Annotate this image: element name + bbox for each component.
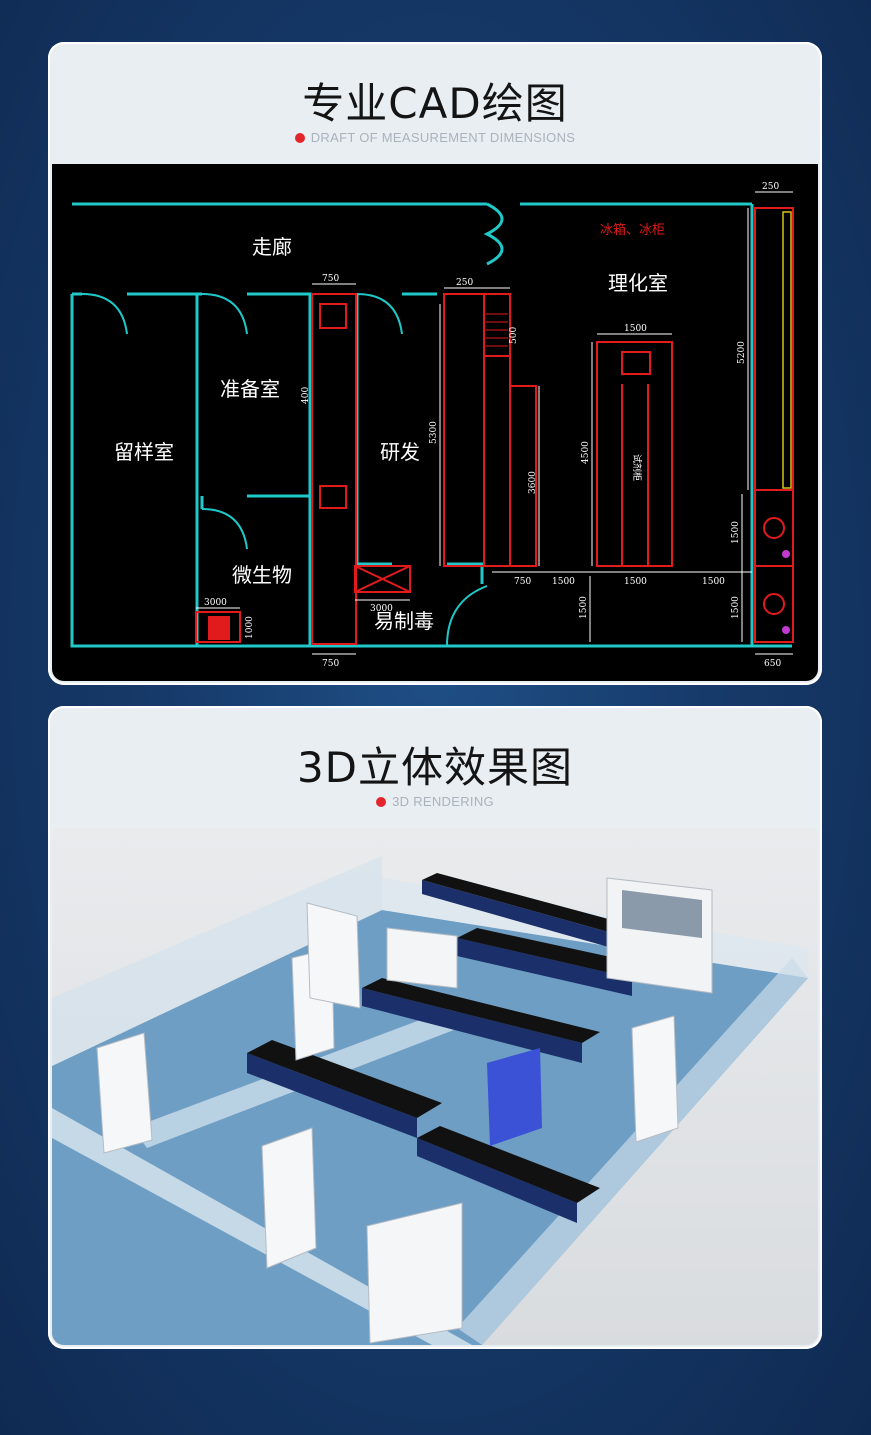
cad-dim: 750 bbox=[322, 659, 339, 669]
cad-dim: 1500 bbox=[624, 324, 647, 334]
render-card: 3D立体效果图 3D RENDERING bbox=[48, 706, 822, 1349]
cad-dim: 1500 bbox=[552, 577, 575, 587]
cad-dim: 3600 bbox=[528, 471, 538, 494]
render-card-title: 3D立体效果图 bbox=[296, 743, 574, 792]
cad-dim: 1500 bbox=[624, 577, 647, 587]
cad-dim: 750 bbox=[322, 274, 339, 284]
cad-dim: 1000 bbox=[245, 616, 255, 639]
render-card-header: 3D立体效果图 3D RENDERING bbox=[48, 706, 822, 828]
cad-drawing: 750 250 1500 250 750 1500 1500 1500 750 … bbox=[52, 164, 818, 681]
room-label-prep: 准备室 bbox=[220, 377, 280, 401]
cad-dim: 5300 bbox=[429, 421, 439, 444]
cad-dim: 1500 bbox=[731, 521, 741, 544]
room-label-research: 研发 bbox=[380, 440, 420, 464]
room-label-sample: 留样室 bbox=[114, 440, 174, 464]
cad-dim: 750 bbox=[514, 577, 531, 587]
3d-rendering-image bbox=[52, 828, 818, 1345]
room-label-fridge: 冰箱、冰柜 bbox=[600, 222, 665, 238]
cad-dim: 500 bbox=[509, 327, 519, 344]
cad-dim: 4500 bbox=[581, 441, 591, 464]
cad-dim: 1500 bbox=[579, 596, 589, 619]
cad-card: 专业CAD绘图 DRAFT OF MEASUREMENT DIMENSIONS bbox=[48, 42, 822, 685]
cad-dim: 3000 bbox=[204, 598, 227, 608]
cad-dim: 3000 bbox=[370, 604, 393, 614]
cad-card-header: 专业CAD绘图 DRAFT OF MEASUREMENT DIMENSIONS bbox=[48, 42, 822, 164]
red-dot-icon bbox=[294, 133, 305, 143]
render-card-subtitle: 3D RENDERING bbox=[48, 794, 822, 809]
cad-dim: 5200 bbox=[737, 341, 747, 364]
room-label-corridor: 走廊 bbox=[252, 235, 292, 259]
red-dot-icon bbox=[376, 797, 387, 807]
room-label-physchem: 理化室 bbox=[608, 271, 668, 295]
cad-card-title: 专业CAD绘图 bbox=[302, 79, 568, 128]
render-card-subtitle-text: 3D RENDERING bbox=[392, 794, 494, 809]
lab-3d-illustration bbox=[52, 828, 818, 1345]
room-label-easy-drug: 易制毒 bbox=[374, 609, 434, 633]
cad-dim: 400 bbox=[301, 387, 311, 404]
cad-card-subtitle: DRAFT OF MEASUREMENT DIMENSIONS bbox=[48, 130, 822, 145]
cad-dim: 1500 bbox=[731, 596, 741, 619]
reagent-label: 试剂柜 bbox=[631, 454, 643, 481]
cad-dim: 250 bbox=[762, 182, 779, 192]
cad-card-subtitle-text: DRAFT OF MEASUREMENT DIMENSIONS bbox=[310, 130, 576, 145]
cad-floorplan: 750 250 1500 250 750 1500 1500 1500 750 … bbox=[70, 182, 794, 669]
room-label-micro: 微生物 bbox=[232, 563, 292, 587]
cad-dim: 250 bbox=[456, 278, 473, 288]
cad-dim: 1500 bbox=[702, 577, 725, 587]
cad-dim: 650 bbox=[764, 659, 781, 669]
